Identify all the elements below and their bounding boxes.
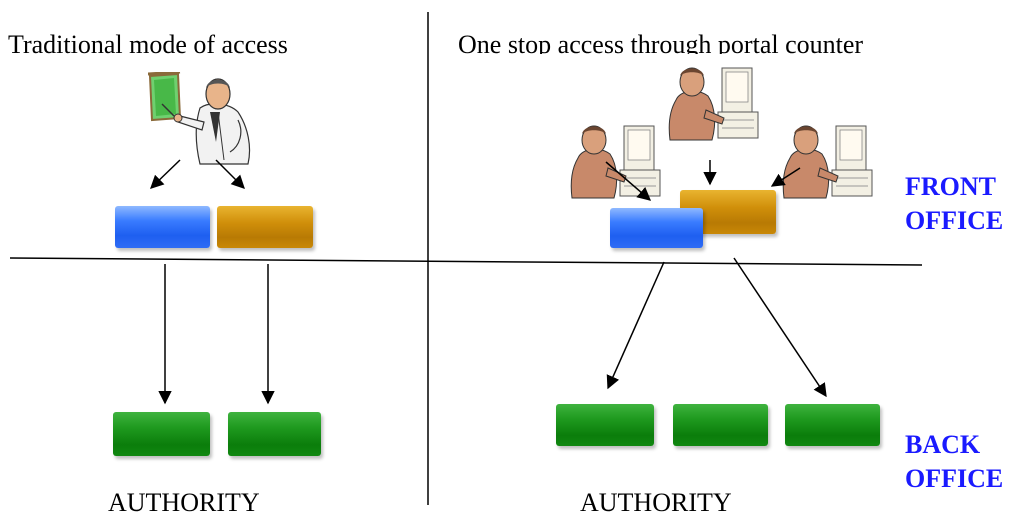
computer-operator-icon-center (668, 67, 759, 141)
back-office-label: BACK OFFICE (905, 428, 1003, 496)
authority-box-left-1 (113, 412, 210, 456)
authority-box-right-3 (785, 404, 880, 446)
back-office-label-line1: BACK (905, 430, 981, 459)
left-heading: Traditional mode of access (8, 30, 288, 54)
authority-box-right-1 (556, 404, 654, 446)
portal-counter-blue (610, 208, 703, 248)
arrow-portal-to-authority-3 (733, 257, 827, 398)
authority-box-right-2 (673, 404, 768, 446)
front-office-label: FRONT OFFICE (905, 170, 1003, 238)
back-office-label-line2: OFFICE (905, 464, 1004, 493)
arrow-presenter-to-orange (215, 159, 245, 189)
front-office-label-line2: OFFICE (905, 206, 1004, 235)
computer-operator-icon-left (570, 125, 661, 199)
arrow-operator-right-to-counter (770, 167, 801, 187)
arrow-operator-left-to-counter (605, 161, 652, 201)
right-heading: One stop access through portal counter (458, 30, 864, 54)
front-counter-orange-left (217, 206, 313, 248)
front-counter-blue-left (115, 206, 210, 248)
front-office-label-line1: FRONT (905, 172, 996, 201)
authority-box-left-2 (228, 412, 321, 456)
left-authority-label: AUTHORITY (108, 488, 260, 517)
presenter-at-board-icon (148, 72, 251, 165)
horizontal-divider (9, 257, 923, 266)
arrow-portal-to-authority-1 (606, 261, 665, 390)
right-authority-label: AUTHORITY (580, 488, 732, 517)
arrow-presenter-to-blue (150, 159, 181, 189)
